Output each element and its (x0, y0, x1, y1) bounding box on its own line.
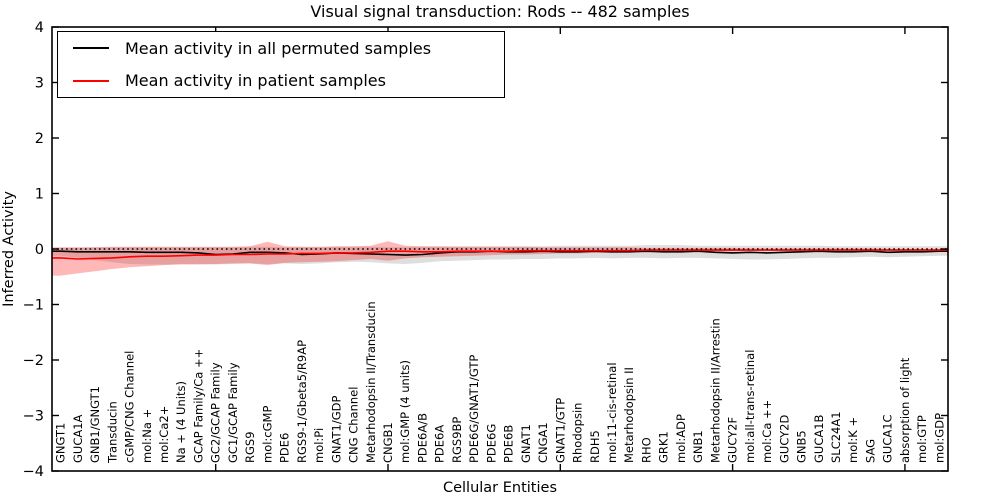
x-category-label: RHO (640, 437, 654, 463)
x-category-label: GNAT1 (519, 424, 533, 463)
x-category-label: Rhodopsin (571, 403, 585, 463)
x-category-label: mol:11-cis-retinal (605, 362, 619, 463)
x-category-label: GUCY2F (726, 417, 740, 463)
x-category-label: SLC24A1 (829, 411, 843, 463)
x-category-label: GC2/GCAP Family (209, 362, 223, 463)
y-tick-label: −1 (23, 298, 44, 314)
x-category-label: Metarhodopsin II/Transducin (364, 301, 378, 463)
legend: Mean activity in all permuted samples Me… (57, 31, 505, 98)
x-category-label: RGS9 (243, 431, 257, 463)
x-category-label: PDE6 (278, 433, 292, 463)
y-tick-label: 2 (35, 131, 44, 147)
legend-item-permuted: Mean activity in all permuted samples (58, 32, 504, 64)
x-category-label: Metarhodopsin II/Arrestin (708, 318, 722, 463)
x-category-label: RGS9-1/Gbeta5/R9AP (295, 340, 309, 463)
x-category-label: mol:Na + (140, 409, 154, 463)
x-category-label: mol:K + (846, 417, 860, 463)
x-category-label: Transducin (105, 401, 119, 464)
x-category-label: GCAP Family/Ca ++ (192, 349, 206, 463)
y-tick-label: 4 (35, 20, 44, 36)
y-tick-label: −3 (23, 409, 44, 425)
x-category-label: CNGB1 (381, 422, 395, 463)
x-category-label: cGMP/CNG Channel (123, 351, 137, 463)
y-tick-label: −2 (23, 353, 44, 369)
chart-title: Visual signal transduction: Rods -- 482 … (310, 2, 689, 21)
legend-line-patient-icon (73, 79, 109, 82)
x-category-label: mol:GDP (932, 413, 946, 463)
x-category-label: PDE6G (484, 424, 498, 463)
x-category-label: mol:Ca ++ (760, 400, 774, 463)
x-category-label: PDE6B (502, 425, 516, 463)
x-category-label: GC1/GCAP Family (226, 362, 240, 463)
x-category-label: GNAT1/GTP (553, 398, 567, 463)
x-category-label: mol:GTP (915, 415, 929, 463)
x-category-label: RGS9BP (450, 417, 464, 463)
x-category-label: mol:ADP (674, 414, 688, 463)
x-category-label: Na + (4 Units) (174, 381, 188, 463)
y-axis-label: Inferred Activity (1, 191, 17, 307)
x-category-label: GUCA1A (71, 414, 85, 463)
y-tick-label: 1 (35, 187, 44, 203)
x-category-label: GNB1/GNGT1 (88, 386, 102, 463)
x-category-label: mol:GMP (4 units) (398, 360, 412, 463)
legend-label-patient: Mean activity in patient samples (125, 71, 386, 91)
x-category-label: mol:Ca2+ (157, 406, 171, 463)
y-tick-label: 3 (35, 76, 44, 92)
x-category-label: mol:all-trans-retinal (743, 350, 757, 463)
x-category-label: RDH5 (588, 430, 602, 463)
x-category-label: mol:cGMP (260, 406, 274, 463)
x-category-label: PDE6A/B (416, 413, 430, 463)
x-category-label: PDE6G/GNAT1/GTP (467, 355, 481, 463)
x-category-label: GNAT1/GDP (329, 396, 343, 463)
x-category-label: CNG Channel (347, 387, 361, 463)
x-category-label: GRK1 (657, 431, 671, 463)
y-tick-label: 0 (35, 242, 44, 258)
legend-line-permuted-icon (73, 47, 109, 50)
x-category-label: GNB1 (691, 430, 705, 463)
x-category-label: GUCA1B (812, 414, 826, 463)
x-category-label: SAG (864, 439, 878, 463)
y-tick-label: −4 (23, 464, 44, 480)
x-category-label: CNGA1 (536, 422, 550, 463)
patient-mean-line (52, 249, 948, 260)
x-axis-label: Cellular Entities (443, 480, 557, 496)
x-category-label: GUCA1C (881, 414, 895, 463)
legend-item-patient: Mean activity in patient samples (58, 65, 504, 97)
x-category-label: absorption of light (898, 357, 912, 463)
x-category-label: GNB5 (795, 430, 809, 463)
x-category-label: GNGT1 (54, 423, 68, 463)
x-category-label: mol:Pi (312, 428, 326, 463)
x-category-label: Metarhodopsin II (622, 367, 636, 463)
x-category-label: GUCY2D (777, 415, 791, 463)
x-category-label: PDE6A (433, 425, 447, 463)
legend-label-permuted: Mean activity in all permuted samples (125, 38, 432, 58)
